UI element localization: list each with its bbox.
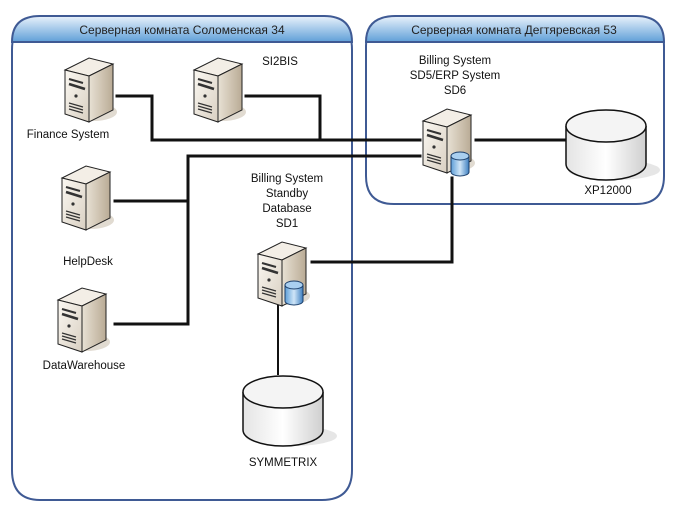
node-label: XP12000: [584, 185, 631, 197]
links: [113, 94, 568, 375]
zone-title: Серверная комната Дегтяревская 53: [411, 23, 617, 37]
node-label: SD1: [276, 218, 298, 230]
node-label: SI2BIS: [262, 56, 298, 68]
node-label: Billing System: [251, 173, 323, 185]
node-label: DataWarehouse: [43, 360, 126, 372]
link-datawarehouse-billing: [113, 154, 422, 326]
node-billing-sd5-erp-sd6[interactable]: Billing System SD5/ERP System SD6: [410, 55, 501, 177]
node-finance-system[interactable]: Finance System: [27, 56, 119, 141]
node-label: Database: [262, 203, 311, 215]
node-label: SD5/ERP System: [410, 70, 501, 82]
server-icon: [192, 56, 248, 124]
node-xp12000[interactable]: XP12000: [565, 109, 661, 197]
zone-title: Серверная комната Соломенская 34: [79, 23, 285, 37]
database-icon: [450, 151, 470, 177]
zone-header: [10, 15, 354, 43]
node-billing-standby-sd1[interactable]: Billing System Standby Database SD1: [251, 173, 323, 308]
node-si2bis[interactable]: SI2BIS: [192, 56, 298, 124]
server-icon: [63, 56, 119, 124]
database-icon: [284, 280, 304, 306]
node-label: HelpDesk: [63, 256, 113, 268]
server-icon: [56, 286, 112, 354]
node-label: SD6: [444, 85, 466, 97]
zone-header: [364, 15, 666, 43]
link-standby-billing: [310, 176, 454, 264]
node-label: Finance System: [27, 129, 109, 141]
node-label: Billing System: [419, 55, 491, 67]
server-icon: [60, 164, 116, 232]
link-finance-billing: [115, 94, 422, 142]
node-symmetrix[interactable]: SYMMETRIX: [242, 375, 338, 469]
node-label: SYMMETRIX: [249, 457, 318, 469]
link-s2bis-billing: [244, 94, 322, 142]
node-datawarehouse[interactable]: DataWarehouse: [43, 286, 126, 372]
node-helpdesk[interactable]: HelpDesk: [60, 164, 116, 268]
node-label: Standby: [266, 188, 308, 200]
